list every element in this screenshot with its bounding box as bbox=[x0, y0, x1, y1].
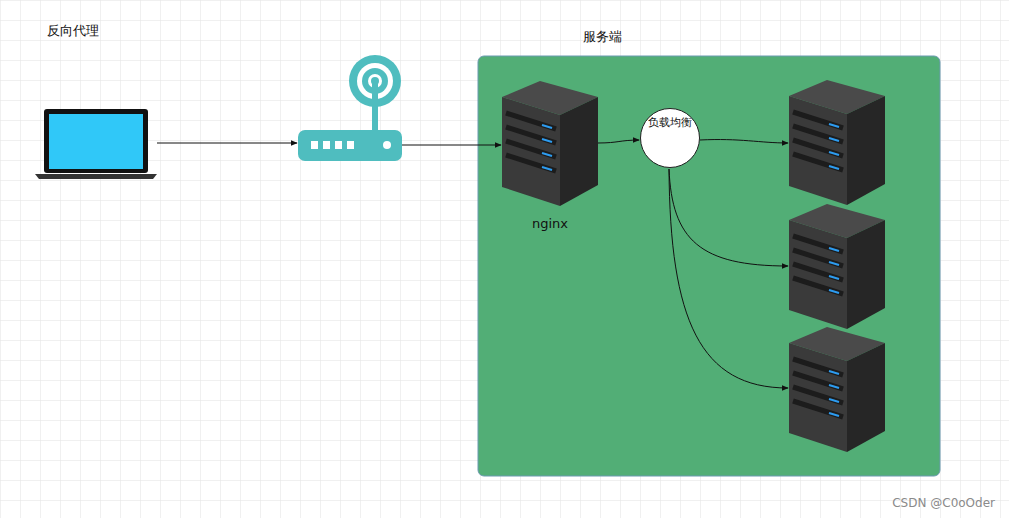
node-text: nginx bbox=[502, 216, 598, 231]
diagram-title: 反向代理 bbox=[47, 22, 99, 40]
watermark: CSDN @C0oOder bbox=[892, 496, 995, 510]
load-balancer-circle: 负载均衡 bbox=[640, 108, 700, 168]
connector-arrow bbox=[598, 140, 639, 143]
node-text: 负载均衡 bbox=[640, 116, 700, 130]
node-text: 服务端 bbox=[583, 28, 622, 46]
nginx-server: nginx bbox=[502, 81, 598, 236]
server-region: 服务端nginx负载均衡 bbox=[478, 56, 940, 476]
